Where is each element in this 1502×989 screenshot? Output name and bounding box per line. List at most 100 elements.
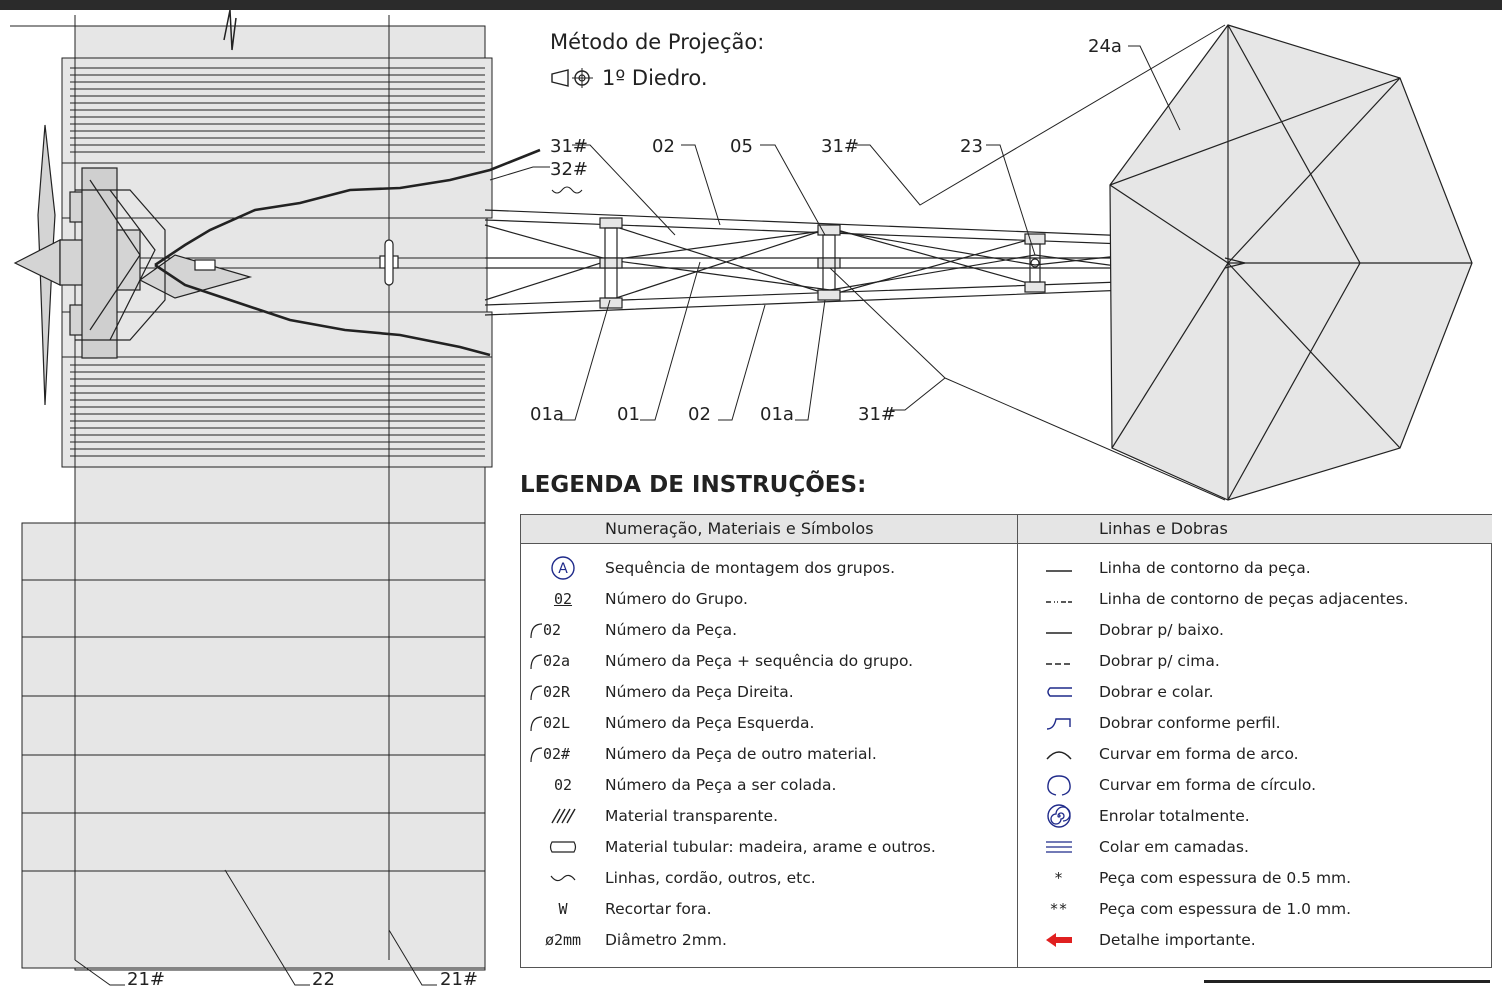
legend-table: Numeração, Materiais e Símbolos A Sequênc… [520,514,1492,968]
legend-left-row-text: Sequência de montagem dos grupos. [605,558,896,577]
callout-24a: 24a [1088,36,1122,57]
legend-right-row: Curvar em forma de arco. [1018,738,1492,769]
callout-22: 22 [312,969,335,989]
leader-lines [74,24,1226,986]
legend-left-row: 02 Número da Peça a ser colada. [521,769,1017,800]
lower-fin [61,311,493,468]
asterisk-icon: * [1053,868,1064,887]
projection-title: Método de Projeção: [550,30,765,54]
legend-right-row: Detalhe importante. [1018,924,1492,955]
arc-icon [1018,747,1099,761]
legend-left-row-text: Recortar fora. [605,899,712,918]
legend-left-row-text: Número da Peça. [605,620,738,639]
legend-left-row-text: Número da Peça Direita. [605,682,794,701]
legend-left-row-text: Número da Peça Esquerda. [605,713,815,732]
legend-left-header: Numeração, Materiais e Símbolos [521,515,1017,544]
legend-right-row: Colar em camadas. [1018,831,1492,862]
legend-left-row-text: Número da Peça de outro material. [605,744,877,763]
legend-right-row-text: Dobrar p/ baixo. [1099,620,1224,639]
upper-fin [61,57,493,219]
callout-01a-left: 01a [530,404,564,425]
legend-left-row-text: Diâmetro 2mm. [605,930,727,949]
legend-left-row: A Sequência de montagem dos grupos. [521,552,1017,583]
callout-02-top: 02 [652,136,675,157]
legend-left-column: Numeração, Materiais e Símbolos A Sequênc… [521,515,1018,967]
legend-right-row-text: Dobrar e colar. [1099,682,1214,701]
legend-right-header: Linhas e Dobras [1018,515,1492,544]
callout-23: 23 [960,136,983,157]
legend-right-row: Enrolar totalmente. [1018,800,1492,831]
legend-right-row-text: Enrolar totalmente. [1099,806,1250,825]
profile-fold-icon [1018,715,1099,731]
legend-left-row: Material transparente. [521,800,1017,831]
legend-left-row-text: Número da Peça a ser colada. [605,775,837,794]
legend-right-row: Dobrar p/ cima. [1018,645,1492,676]
callout-01: 01 [617,404,640,425]
callout-02-bottom: 02 [688,404,711,425]
plain-number-icon: 02 [553,775,573,794]
svg-text:A: A [558,561,568,577]
dash-dot-line-icon [1018,594,1099,604]
letter-icon: W [558,899,568,918]
thread-wave-icon [551,186,583,194]
legend-right-row: * Peça com espessura de 0.5 mm. [1018,862,1492,893]
legend-left-row-text: Material transparente. [605,806,779,825]
legend-right-row-text: Curvar em forma de círculo. [1099,775,1317,794]
callout-31-top-left: 31# [550,136,588,157]
legend-title: LEGENDA DE INSTRUÇÕES: [520,472,867,498]
legend-left-row: Linhas, cordão, outros, etc. [521,862,1017,893]
top-border [0,0,1502,10]
legend-right-row: ** Peça com espessura de 1.0 mm. [1018,893,1492,924]
legend-left-row: ø2mm Diâmetro 2mm. [521,924,1017,955]
callout-31-bottom: 31# [858,404,896,425]
wave-icon [521,872,605,884]
legend-right-row-text: Dobrar p/ cima. [1099,651,1220,670]
red-arrow-icon [1018,932,1099,948]
solid-line-icon [1018,563,1099,573]
solid-line-icon [1018,625,1099,635]
spiral-icon [1018,803,1099,829]
leader-number-icon: 02a [521,652,605,670]
legend-right-row: Dobrar conforme perfil. [1018,707,1492,738]
legend-right-row: Linha de contorno da peça. [1018,552,1492,583]
leader-number-icon: 02# [521,745,605,763]
dashed-line-icon [1018,656,1099,666]
circled-letter-icon: A [521,555,605,581]
first-angle-projection-icon [551,68,593,88]
engine-mount [75,167,399,359]
tube-icon [521,840,605,854]
control-cable [154,148,541,357]
double-asterisk-icon: ** [1049,899,1068,918]
legend-left-row-text: Número do Grupo. [605,589,748,608]
legend-right-row: Curvar em forma de círculo. [1018,769,1492,800]
legend-right-row-text: Detalhe importante. [1099,930,1256,949]
legend-right-rows: Linha de contorno da peça. Linha de conto… [1018,544,1492,955]
callout-32: 32# [550,159,588,180]
legend-right-row-text: Peça com espessura de 0.5 mm. [1099,868,1352,887]
legend-right-row-text: Curvar em forma de arco. [1099,744,1299,763]
legend-right-row-text: Peça com espessura de 1.0 mm. [1099,899,1352,918]
legend-right-row-text: Colar em camadas. [1099,837,1249,856]
callout-21-right: 21# [440,969,478,989]
legend-right-row-text: Linha de contorno de peças adjacentes. [1099,589,1409,608]
bottom-rule [1204,980,1490,983]
underlined-number-icon: 02 [553,589,573,608]
canopy [1109,24,1473,501]
diameter-icon: ø2mm [544,930,582,949]
callout-01a-right: 01a [760,404,794,425]
hatch-icon [521,808,605,824]
projection-method-text: 1º Diedro. [602,66,708,90]
legend-right-row-text: Dobrar conforme perfil. [1099,713,1281,732]
legend-right-row: Linha de contorno de peças adjacentes. [1018,583,1492,614]
projection-method: 1º Diedro. [550,66,708,90]
callout-05: 05 [730,136,753,157]
callout-21-left: 21# [127,969,165,989]
lower-planks [21,522,486,969]
legend-left-row: 02#Número da Peça de outro material. [521,738,1017,769]
